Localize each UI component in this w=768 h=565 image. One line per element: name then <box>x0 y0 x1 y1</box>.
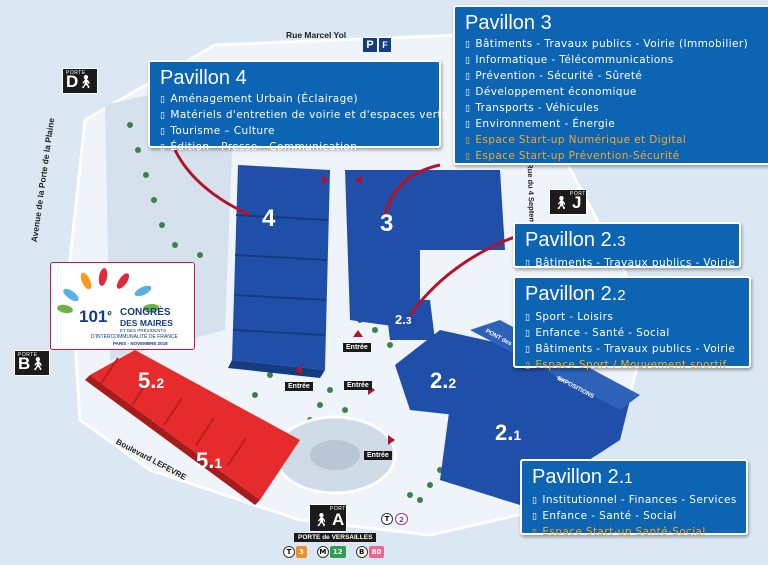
panel-pavillon-2-3[interactable]: Pavillon 2.3 Bâtiments - Travaux publics… <box>513 222 741 269</box>
entree-tag[interactable]: Entrée <box>343 343 371 352</box>
tree-rows <box>127 122 443 503</box>
panel-item: Bâtiments - Travaux publics - Voirie <box>525 342 741 358</box>
panel-item: Prévention - Sécurité - Sûreté <box>465 69 767 85</box>
logo-intercommunalite: D'INTERCOMMUNALITÉ DE FRANCE <box>91 334 178 340</box>
panel-list: Sport - LoisirsEnfance - Santé - SocialB… <box>525 310 741 374</box>
building-label-5-1: 5.1 <box>196 448 223 473</box>
panel-item-highlight: Espace Start-up Santé-Social <box>532 525 738 541</box>
entree-tag[interactable]: Entrée <box>344 381 372 390</box>
panel-item: Matériels d'entretien de voirie et d'esp… <box>160 108 447 124</box>
logo-petals-icon <box>57 268 159 314</box>
panel-title: Pavillon 2.1 <box>532 466 633 488</box>
parking-sign: P F <box>363 38 391 52</box>
panel-title: Pavillon 3 <box>465 12 552 34</box>
panel-list: Bâtiments - Travaux publics - Voirie (Im… <box>465 37 767 165</box>
building-label-5-2: 5.2 <box>138 368 165 393</box>
panel-pavillon-2-2[interactable]: Pavillon 2.2 Sport - LoisirsEnfance - Sa… <box>513 276 751 371</box>
metro-icon: M <box>316 546 329 558</box>
entree-tag[interactable]: Entrée <box>285 382 313 391</box>
panel-item: Tourisme – Culture <box>160 124 431 140</box>
logo-congres: CONGRÈS <box>120 307 171 318</box>
panel-item: Enfance - Santé - Social <box>532 509 738 525</box>
panel-item: Bâtiments - Travaux publics - Voirie (Im… <box>465 37 767 53</box>
building-label-4: 4 <box>262 205 276 232</box>
congres-logo: 101e CONGRÈS DES MAIRES ET DES PRÉSIDENT… <box>50 262 195 350</box>
bus-icon: B <box>355 546 368 558</box>
panel-item: Institutionnel - Finances - Services <box>532 493 738 509</box>
panel-item-highlight: Espace Start-up Numérique et Digital <box>465 133 767 149</box>
panel-item: Enfance - Santé - Social <box>525 326 741 342</box>
panel-title: Pavillon 2.2 <box>525 283 626 305</box>
panel-item: Aménagement Urbain (Éclairage) <box>160 92 431 108</box>
logo-des-maires: DES MAIRES <box>120 318 173 328</box>
pedestrian-icon: 🚶︎ <box>553 195 570 210</box>
panel-title: Pavillon 2.3 <box>525 229 626 251</box>
building-label-2-3: 2.3 <box>395 312 412 327</box>
logo-number: 101e <box>79 307 112 326</box>
connector-arrows <box>173 149 521 316</box>
building-pavillon-4[interactable] <box>228 165 330 378</box>
building-pavillon-2-1[interactable] <box>440 380 630 505</box>
porte-versailles-caption: PORTE de VERSAILLES <box>294 533 377 542</box>
pedestrian-icon: 🚶︎ <box>77 74 94 89</box>
tram-icon: T <box>381 513 393 525</box>
panel-item: Édition - Presse - Communication <box>160 140 431 156</box>
panel-item-highlight: Espace Start-up Prévention-Sécurité <box>465 149 767 165</box>
panel-pavillon-4[interactable]: Pavillon 4 Aménagement Urbain (Éclairage… <box>148 60 447 153</box>
tram-icon: T <box>283 546 295 558</box>
entry-arrows <box>295 175 395 445</box>
fauteuil-icon: F <box>379 38 391 52</box>
building-label-3: 3 <box>380 210 394 237</box>
pedestrian-icon: 🚶︎ <box>313 512 330 527</box>
building-pavillon-2-3[interactable] <box>385 300 435 340</box>
street-rue-marcel-yol: Rue Marcel Yol <box>286 30 347 40</box>
panel-pavillon-2-1[interactable]: Pavillon 2.1 Institutionnel - Finances -… <box>520 459 748 538</box>
panel-list: Institutionnel - Finances - ServicesEnfa… <box>532 493 738 541</box>
building-label-2-2: 2.2 <box>430 368 457 393</box>
panel-title: Pavillon 4 <box>160 67 247 89</box>
panel-item: Bâtiments - Travaux publics - Voirie <box>525 256 734 272</box>
panel-item: Transports - Véhicules <box>465 101 767 117</box>
panel-item: Informatique - Télécommunications <box>465 53 767 69</box>
panel-item-highlight: Espace Sport / Mouvement sportif <box>525 358 741 374</box>
parking-icon: P <box>363 38 377 52</box>
panel-list: Aménagement Urbain (Éclairage)Matériels … <box>160 92 447 156</box>
logo-presidents: ET DES PRÉSIDENTS <box>120 328 167 333</box>
panel-item: Développement économique <box>465 85 767 101</box>
panel-item: Sport - Loisirs <box>525 310 741 326</box>
building-pavillon-5[interactable] <box>85 350 300 505</box>
building-label-2-1: 2.1 <box>495 420 522 445</box>
panel-item: Environnement - Énergie <box>465 117 767 133</box>
panel-pavillon-3[interactable]: Pavillon 3 Bâtiments - Travaux publics -… <box>453 5 768 165</box>
panel-list: Bâtiments - Travaux publics - Voirie <box>525 256 734 272</box>
logo-paris-date: PARIS - NOVEMBRE 2018 <box>113 341 168 346</box>
entree-tag[interactable]: Entrée <box>364 451 392 460</box>
pedestrian-icon: 🚶︎ <box>29 356 46 371</box>
